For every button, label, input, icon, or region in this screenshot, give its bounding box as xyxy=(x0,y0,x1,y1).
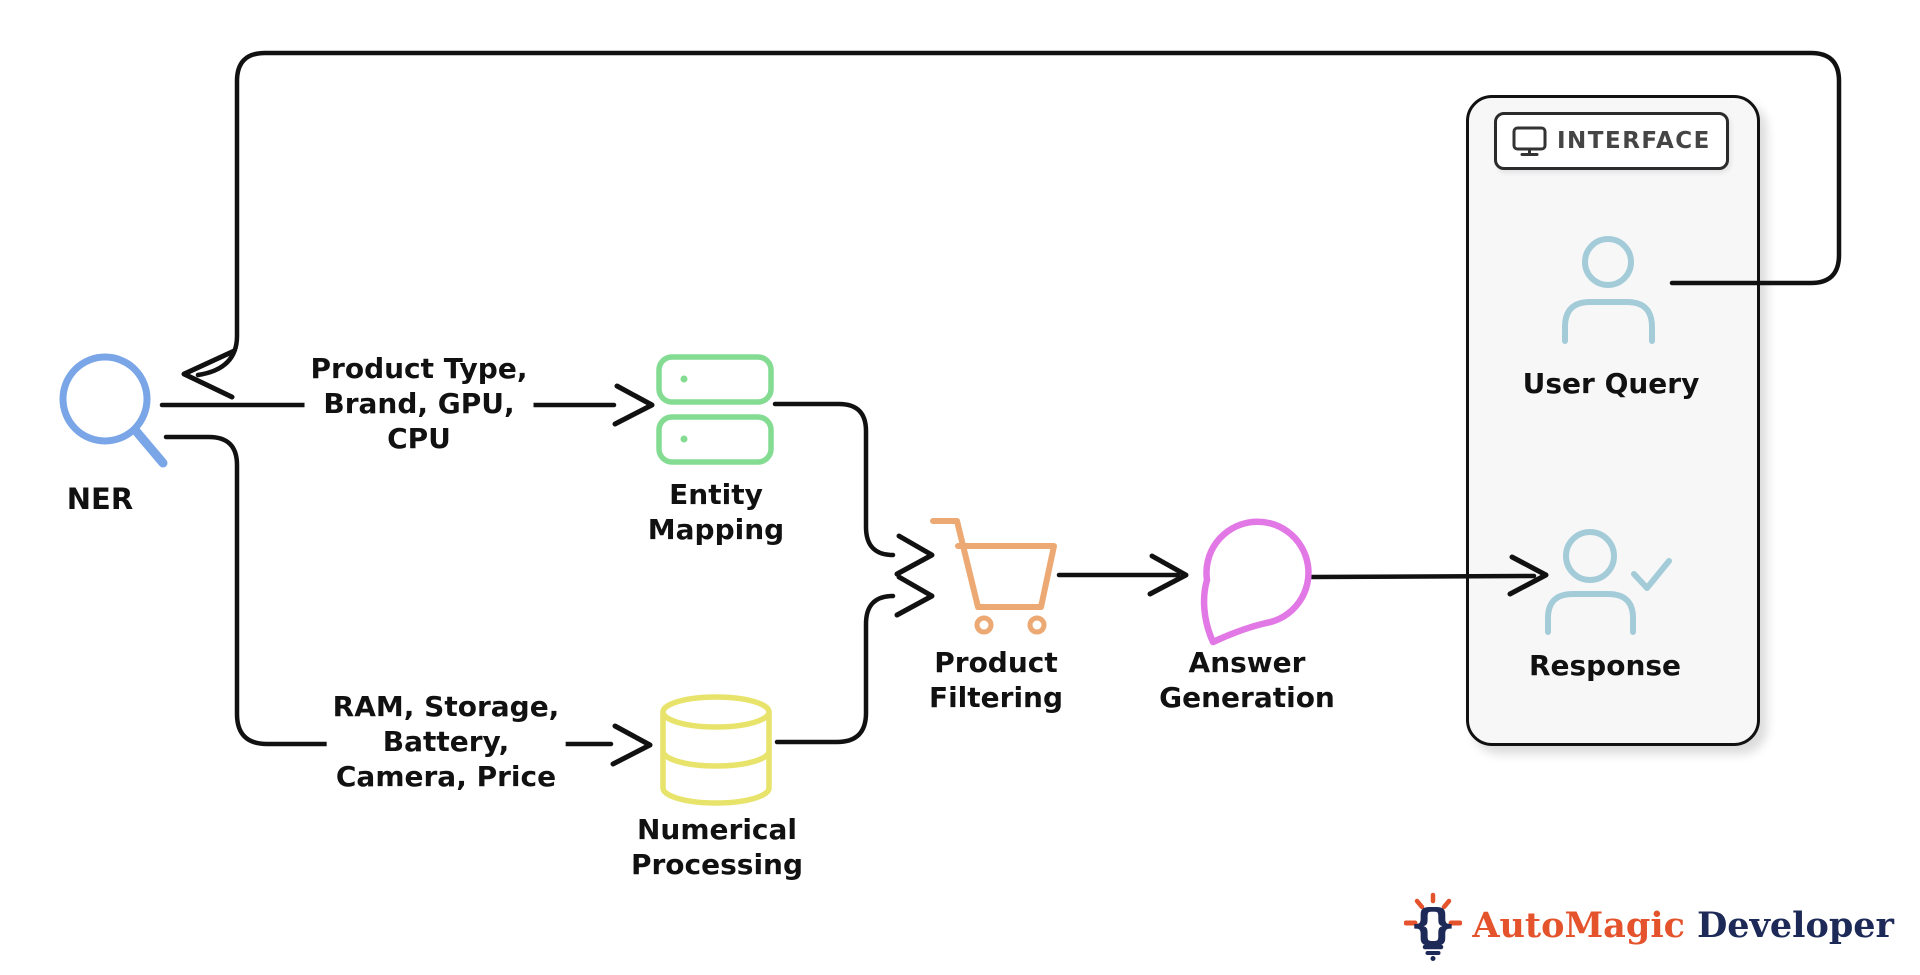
interface-panel xyxy=(1466,95,1760,746)
logo-right-brace: } xyxy=(1427,900,1457,949)
user-check-icon xyxy=(1545,529,1672,635)
logo-suffix-text: Developer xyxy=(1696,904,1894,946)
edge-ner-to-numerical-processing xyxy=(163,434,653,767)
logo-brand-text: AutoMagic xyxy=(1472,904,1685,946)
logo-left-brace: { xyxy=(1409,900,1439,949)
node-label-product-filtering: Product Filtering xyxy=(928,646,1064,714)
node-label-numerical-processing: Numerical Processing xyxy=(630,813,804,881)
database-icon xyxy=(660,694,772,806)
cart-icon xyxy=(930,518,1057,635)
node-label-user-query: User Query xyxy=(1522,367,1700,400)
edge-label-ner-to-numerical-processing: RAM, Storage, Battery, Camera, Price xyxy=(326,689,566,794)
edge-answer-generation-to-response xyxy=(1309,554,1549,597)
edge-entity-mapping-to-product-filtering xyxy=(772,401,935,577)
chat-bubble-icon xyxy=(1200,518,1312,646)
node-label-ner: NER xyxy=(66,482,134,516)
node-label-answer-generation: Answer Generation xyxy=(1159,646,1335,714)
edge-numerical-processing-to-product-filtering xyxy=(774,574,935,745)
edge-userquery-to-ner xyxy=(181,50,1842,400)
node-label-response: Response xyxy=(1528,649,1682,682)
magnifier-icon xyxy=(59,353,168,468)
node-label-entity-mapping: Entity Mapping xyxy=(647,478,785,546)
interface-badge: INTERFACE xyxy=(1494,112,1729,170)
brand-logo: { } AutoMagic Developer xyxy=(1404,889,1894,961)
edge-product-filtering-to-answer-generation xyxy=(1056,553,1189,597)
monitor-icon xyxy=(1512,126,1547,156)
user-icon xyxy=(1562,236,1655,344)
interface-title: INTERFACE xyxy=(1557,128,1711,154)
lightbulb-braces-icon: { } xyxy=(1404,892,1463,961)
rows-icon xyxy=(656,354,774,465)
edge-label-ner-to-entity-mapping: Product Type, Brand, GPU, CPU xyxy=(304,351,534,456)
